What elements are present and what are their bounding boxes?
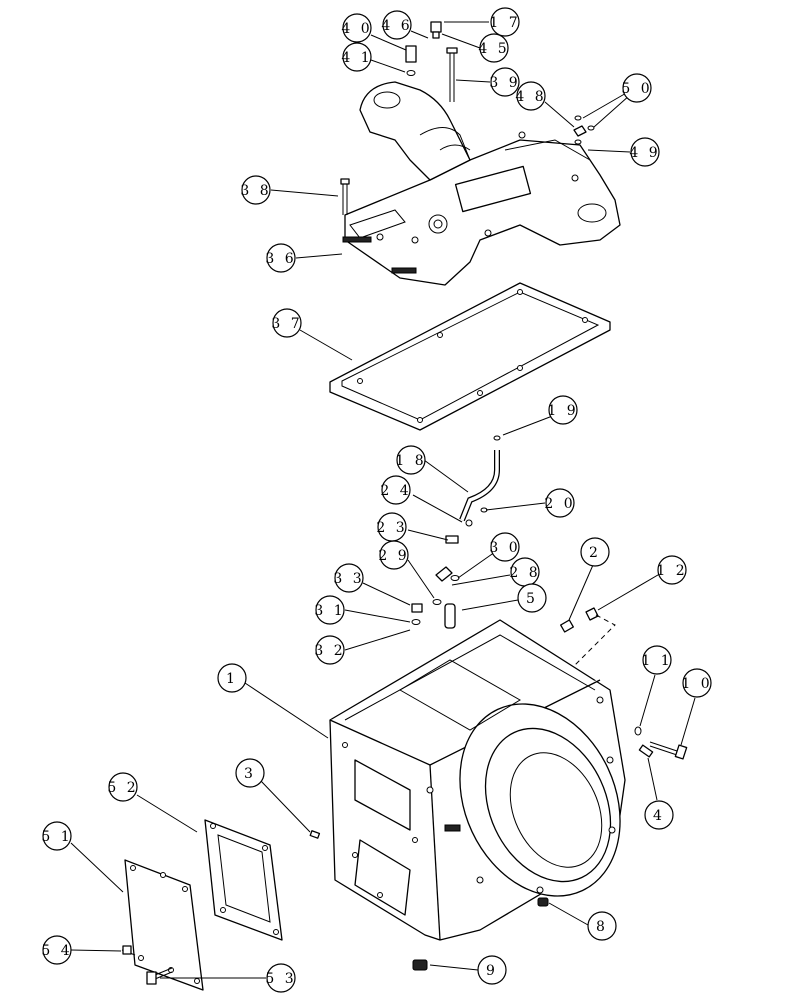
callout-39: 3 9 <box>489 67 520 97</box>
callout-label: 4 <box>653 808 665 824</box>
callout-9: 9 <box>477 955 507 985</box>
callout-label: 5 3 <box>265 971 296 987</box>
callout-label: 9 <box>486 963 498 979</box>
callout-24: 2 4 <box>380 475 411 505</box>
callout-label: 4 9 <box>629 145 660 161</box>
callout-46: 4 6 <box>381 10 412 40</box>
lift-housing <box>342 81 621 286</box>
callout-18: 1 8 <box>395 445 426 475</box>
callout-1: 1 <box>217 663 247 693</box>
callout-label: 2 <box>589 545 601 561</box>
callout-label: 3 0 <box>489 540 520 556</box>
callout-49: 4 9 <box>629 137 660 167</box>
callout-label: 3 9 <box>489 75 520 91</box>
callout-3: 3 <box>235 758 265 788</box>
callout-30: 3 0 <box>489 532 520 562</box>
callout-28: 2 8 <box>509 557 540 587</box>
callout-29: 2 9 <box>378 540 409 570</box>
callout-label: 1 <box>226 671 238 687</box>
callout-33: 3 3 <box>333 563 364 593</box>
callout-label: 4 1 <box>341 50 372 66</box>
callout-label: 4 5 <box>478 41 509 57</box>
callout-label: 1 1 <box>641 653 672 669</box>
callout-11: 1 1 <box>641 645 672 675</box>
callout-label: 2 3 <box>376 520 407 536</box>
leader-lines <box>70 21 696 979</box>
callout-48: 4 8 <box>515 81 546 111</box>
callout-40: 4 0 <box>341 13 372 43</box>
side-covers <box>121 819 321 991</box>
callout-label: 3 <box>244 766 256 782</box>
callout-label: 3 3 <box>333 571 364 587</box>
callout-label: 5 <box>526 591 538 607</box>
callout-label: 2 0 <box>544 496 575 512</box>
callout-label: 4 6 <box>381 18 412 34</box>
callout-31: 3 1 <box>314 595 345 625</box>
housing-gasket <box>329 282 611 431</box>
callout-8: 8 <box>587 911 617 941</box>
callout-label: 3 7 <box>271 316 302 332</box>
callout-10: 1 0 <box>681 668 712 698</box>
callout-2: 2 <box>580 537 610 567</box>
callout-label: 1 9 <box>547 403 578 419</box>
mid-fittings <box>411 566 616 666</box>
callout-12: 1 2 <box>656 555 687 585</box>
callout-label: 3 8 <box>240 183 271 199</box>
callout-label: 3 1 <box>314 603 345 619</box>
oil-tube <box>445 435 501 544</box>
callout-37: 3 7 <box>271 308 302 338</box>
callout-54: 5 4 <box>41 935 72 965</box>
callout-23: 2 3 <box>376 512 407 542</box>
callout-label: 1 2 <box>656 563 687 579</box>
callout-label: 5 0 <box>621 81 652 97</box>
callout-4: 4 <box>644 800 674 830</box>
callout-38: 3 8 <box>240 175 271 205</box>
callout-label: 1 0 <box>681 676 712 692</box>
callout-label: 5 4 <box>41 943 72 959</box>
callout-label: 8 <box>596 919 608 935</box>
callout-17: 1 7 <box>489 7 520 37</box>
callout-20: 2 0 <box>544 488 575 518</box>
callout-label: 2 9 <box>378 548 409 564</box>
upper-fittings <box>340 21 595 215</box>
callout-5: 5 <box>517 583 547 613</box>
callout-label: 3 6 <box>265 251 296 267</box>
callout-36: 3 6 <box>265 243 296 273</box>
callout-41: 4 1 <box>341 42 372 72</box>
callout-53: 5 3 <box>265 963 296 993</box>
drain-plugs <box>412 897 549 971</box>
side-pins <box>634 726 688 760</box>
callout-label: 1 7 <box>489 15 520 31</box>
callout-32: 3 2 <box>314 635 345 665</box>
callout-52: 5 2 <box>107 772 138 802</box>
callout-label: 3 2 <box>314 643 345 659</box>
callout-label: 5 2 <box>107 780 138 796</box>
transmission-housing <box>329 619 626 941</box>
callout-label: 4 0 <box>341 21 372 37</box>
callout-label: 5 1 <box>41 829 72 845</box>
callout-label: 2 8 <box>509 565 540 581</box>
callout-45: 4 5 <box>478 33 509 63</box>
callout-label: 4 8 <box>515 89 546 105</box>
callout-51: 5 1 <box>41 821 72 851</box>
callout-label: 1 8 <box>395 453 426 469</box>
callout-label: 2 4 <box>380 483 411 499</box>
callout-50: 5 0 <box>621 73 652 103</box>
callout-19a: 1 9 <box>547 395 578 425</box>
